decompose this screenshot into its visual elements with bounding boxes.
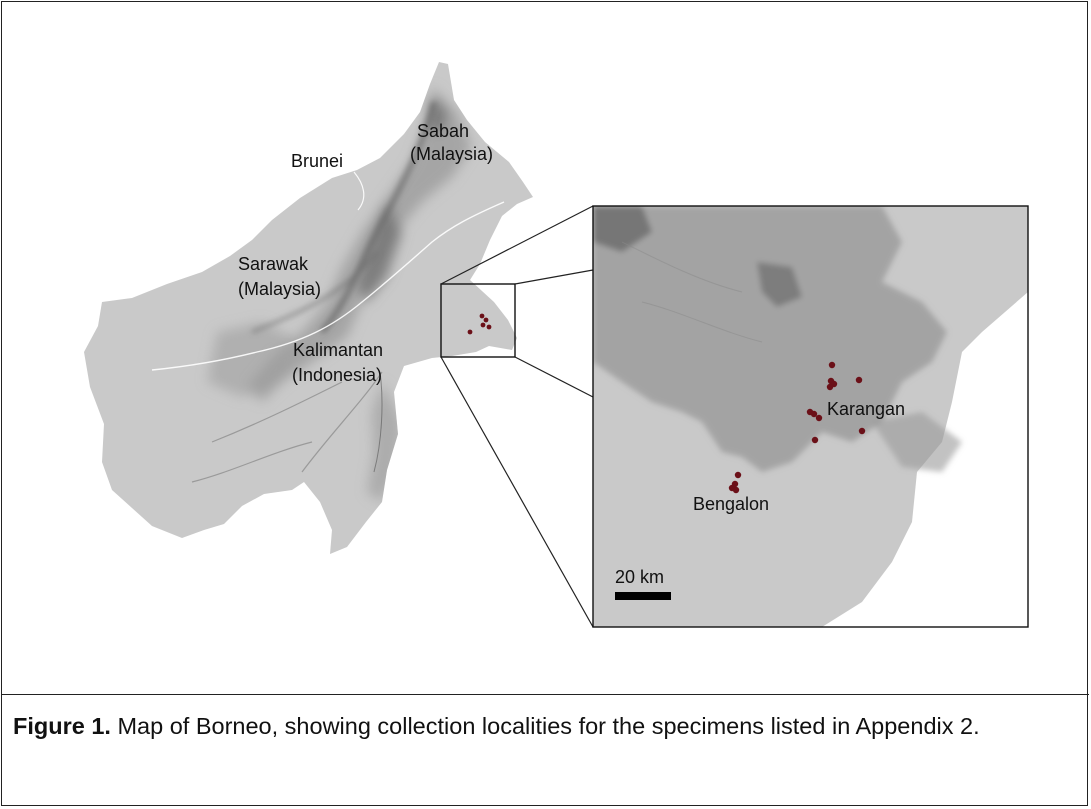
main-collection-point	[483, 317, 489, 323]
scale-bar: 20 km	[615, 567, 671, 600]
main-collection-point	[480, 322, 486, 328]
figure-caption: Figure 1. Map of Borneo, showing collect…	[13, 709, 1078, 744]
main-collection-point	[486, 324, 492, 330]
scale-bar-label: 20 km	[615, 567, 664, 587]
international-border	[151, 201, 505, 371]
inset-collection-points	[728, 361, 866, 494]
main-map-collection-points	[467, 313, 492, 335]
map-panel: Sabah(Malaysia) Brunei Sarawak(Malaysia)…	[2, 2, 1089, 694]
main-collection-point	[479, 313, 485, 319]
inset-connectors	[440, 205, 594, 628]
brunei-border	[353, 171, 365, 211]
borneo-map: Sabah(Malaysia) Brunei Sarawak(Malaysia)…	[84, 62, 1029, 628]
borneo-island: Sabah(Malaysia) Brunei Sarawak(Malaysia)…	[84, 62, 533, 554]
label-sarawak: Sarawak(Malaysia)	[238, 254, 321, 299]
collection-point	[810, 410, 818, 418]
terrain-ridges	[251, 101, 437, 334]
caption-label: Figure 1.	[13, 713, 111, 739]
caption-panel: Figure 1. Map of Borneo, showing collect…	[2, 694, 1089, 806]
collection-point	[858, 427, 866, 435]
label-karangan: Karangan	[827, 399, 905, 419]
inset-frame	[592, 205, 1029, 628]
collection-point	[826, 383, 834, 391]
label-bengalon: Bengalon	[693, 494, 769, 514]
scale-bar-line	[615, 592, 671, 600]
inset-highland	[593, 206, 947, 472]
collection-point	[732, 486, 740, 494]
main-collection-point	[467, 329, 473, 335]
river-lines	[191, 371, 383, 483]
collection-point	[828, 361, 836, 369]
collection-point	[734, 471, 742, 479]
inset-rivers	[621, 241, 763, 343]
collection-point	[855, 376, 863, 384]
study-area-box	[440, 283, 516, 358]
province-border	[373, 371, 383, 473]
collection-point	[811, 436, 819, 444]
inset-map: Karangan Bengalon 20 km	[592, 205, 1029, 628]
label-kalimantan: Kalimantan(Indonesia)	[292, 340, 383, 385]
caption-text: Map of Borneo, showing collection locali…	[110, 713, 980, 739]
label-brunei: Brunei	[291, 151, 343, 171]
collection-point	[815, 414, 823, 422]
label-sabah: Sabah(Malaysia)	[410, 121, 493, 164]
